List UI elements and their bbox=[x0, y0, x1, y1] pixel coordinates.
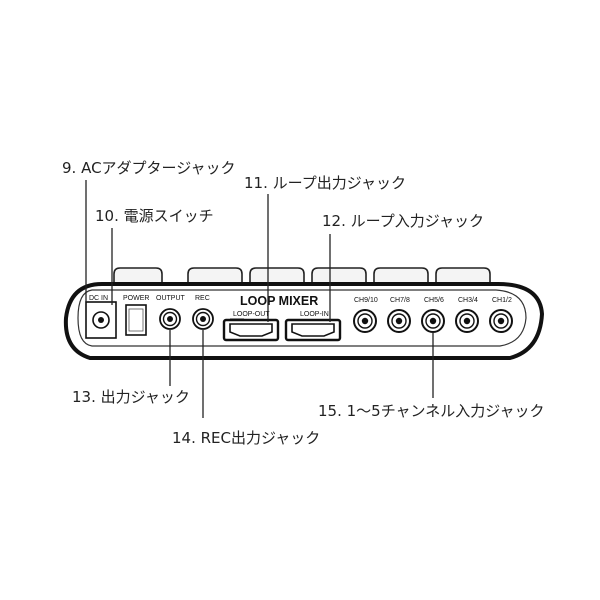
power-label: POWER bbox=[123, 295, 149, 302]
loop-out-label: LOOP-OUT bbox=[233, 311, 270, 318]
output-jack bbox=[159, 308, 181, 330]
dc-in-label: DC IN bbox=[89, 295, 108, 302]
channel-jacks bbox=[353, 309, 513, 333]
callout-12: 12. ループ入力ジャック bbox=[322, 212, 484, 230]
loop-in-label: LOOP-IN bbox=[300, 311, 329, 318]
output-label: OUTPUT bbox=[156, 295, 186, 302]
ch7-8-label: CH7/8 bbox=[390, 297, 410, 304]
ch5-6-jack bbox=[421, 309, 445, 333]
loop-in-jack bbox=[284, 318, 342, 342]
callout-14: 14. REC出力ジャック bbox=[172, 429, 320, 447]
callout-10: 10. 電源スイッチ bbox=[95, 207, 214, 225]
ch9-10-jack bbox=[353, 309, 377, 333]
callout-11: 11. ループ出力ジャック bbox=[244, 174, 406, 192]
callout-9: 9. ACアダプタージャック bbox=[62, 159, 236, 177]
loop-out-jack bbox=[222, 318, 280, 342]
leader-lines bbox=[85, 180, 434, 418]
callout-13: 13. 出力ジャック bbox=[72, 388, 190, 406]
panel-title: LOOP MIXER bbox=[240, 294, 318, 308]
rec-jack bbox=[192, 308, 214, 330]
dc-in-jack bbox=[85, 301, 117, 339]
ch3-4-label: CH3/4 bbox=[458, 297, 478, 304]
power-switch bbox=[125, 304, 147, 336]
ch9-10-label: CH9/10 bbox=[354, 297, 378, 304]
ch3-4-jack bbox=[455, 309, 479, 333]
ch1-2-jack bbox=[489, 309, 513, 333]
rear-panel-face bbox=[77, 289, 527, 347]
callout-15: 15. 1～5チャンネル入力ジャック bbox=[318, 402, 545, 420]
ch5-6-label: CH5/6 bbox=[424, 297, 444, 304]
ch1-2-label: CH1/2 bbox=[492, 297, 512, 304]
ch7-8-jack bbox=[387, 309, 411, 333]
rec-label: REC bbox=[195, 295, 210, 302]
